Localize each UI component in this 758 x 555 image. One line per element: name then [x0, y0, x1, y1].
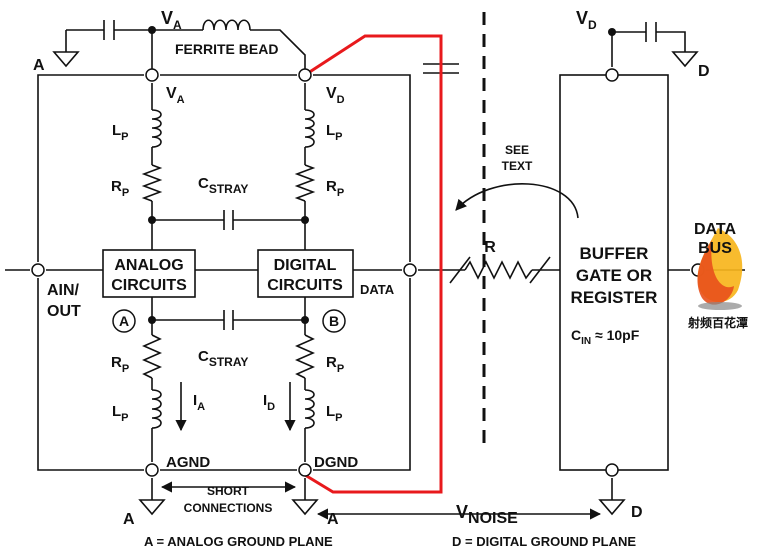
label-vd-top: VD [576, 8, 597, 32]
label-ground-a-left: A [33, 57, 45, 74]
label-agnd: AGND [166, 454, 210, 471]
label-r: R [484, 239, 496, 256]
digital-circuits-box [257, 249, 354, 298]
ground-symbol-a-bottom-right [291, 499, 319, 516]
label-buffer-2: GATE OR [576, 266, 652, 285]
inductor-lp-upper-left [151, 109, 162, 148]
inductor-lp-lower-right [304, 389, 315, 429]
label-ia: IA [193, 392, 205, 413]
label-rp-upper-right: RP [326, 178, 344, 199]
watermark-logo-text: 射频百花潭 [687, 315, 748, 330]
label-ground-d-bottom: D [631, 504, 643, 521]
resistor-rp-upper-right [294, 164, 316, 202]
inductor-lp-lower-left [151, 389, 162, 429]
resistor-rp-upper-left [141, 164, 163, 202]
slash-right [529, 256, 551, 284]
resistor-rp-lower-right [295, 334, 315, 379]
label-dgnd: DGND [314, 454, 358, 471]
see-text-arrow [455, 183, 579, 219]
label-lp-lower-right: LP [326, 403, 343, 424]
junction-dots [148, 26, 616, 324]
label-va-top: VA [161, 8, 182, 32]
label-cstray-top: CSTRAY [198, 175, 248, 196]
capacitor-vd-to-ground [645, 22, 657, 42]
ground-symbol-d-top [671, 51, 699, 68]
ground-symbol-d-bottom [598, 499, 626, 516]
label-id: ID [263, 392, 275, 413]
inductor-lp-upper-right [304, 109, 315, 148]
node-a-marker [112, 309, 136, 333]
label-analog-circuits-1: ANALOG [114, 257, 183, 274]
buffer-box [559, 74, 669, 471]
label-data: DATA [360, 282, 395, 297]
label-short-1: SHORT [207, 484, 250, 498]
label-node-b: B [329, 313, 339, 329]
resistor-r-series [464, 260, 533, 280]
label-databus-1: DATA [694, 221, 737, 238]
label-lp-upper-right: LP [326, 122, 343, 143]
label-rp-upper-left: RP [111, 178, 129, 199]
wires [5, 29, 745, 500]
label-digital-circuits-2: CIRCUITS [267, 277, 343, 294]
red-trace [304, 34, 443, 494]
label-cstray-bottom: CSTRAY [198, 348, 248, 369]
label-ferrite-bead: FERRITE BEAD [175, 41, 278, 57]
label-rp-lower-left: RP [111, 354, 129, 375]
label-ain-out-2: OUT [47, 303, 81, 320]
label-ain-out-1: AIN/ [47, 282, 80, 299]
ground-symbol-a-left [52, 51, 80, 68]
analog-circuits-box [102, 249, 196, 298]
label-buffer-3: REGISTER [571, 288, 658, 307]
label-ground-a-bottom-right: A [327, 511, 339, 528]
label-node-a: A [119, 313, 129, 329]
label-vnoise: VNOISE [456, 502, 518, 527]
label-see-1: SEE [505, 143, 529, 157]
node-b-marker [322, 309, 346, 333]
resistor-rp-lower-left [142, 334, 162, 379]
label-vd-mid: VD [326, 85, 345, 106]
label-buffer-1: BUFFER [580, 244, 649, 263]
ground-symbol-a-bottom-left [138, 499, 166, 516]
legend-analog-ground: A = ANALOG GROUND PLANE [144, 534, 333, 549]
capacitor-cstray-top [223, 210, 234, 230]
slash-left [449, 256, 471, 284]
label-va-mid: VA [166, 85, 185, 106]
label-cin: CIN ≈ 10pF [571, 327, 640, 347]
label-ground-d-top: D [698, 63, 710, 80]
label-ground-a-bottom-left: A [123, 511, 135, 528]
label-short-2: CONNECTIONS [184, 501, 273, 515]
label-analog-circuits-2: CIRCUITS [111, 277, 187, 294]
label-lp-upper-left: LP [112, 122, 129, 143]
label-digital-circuits-1: DIGITAL [274, 257, 337, 274]
label-see-2: TEXT [502, 159, 533, 173]
label-rp-lower-right: RP [326, 354, 344, 375]
ferrite-bead-inductor [202, 19, 251, 31]
legend-digital-ground: D = DIGITAL GROUND PLANE [452, 534, 636, 549]
capacitor-cstray-bottom [223, 310, 234, 330]
watermark-logo: 射频百花潭 [687, 228, 748, 330]
label-lp-lower-left: LP [112, 403, 129, 424]
capacitor-va-to-ground [103, 20, 115, 40]
label-databus-2: BUS [698, 240, 732, 257]
